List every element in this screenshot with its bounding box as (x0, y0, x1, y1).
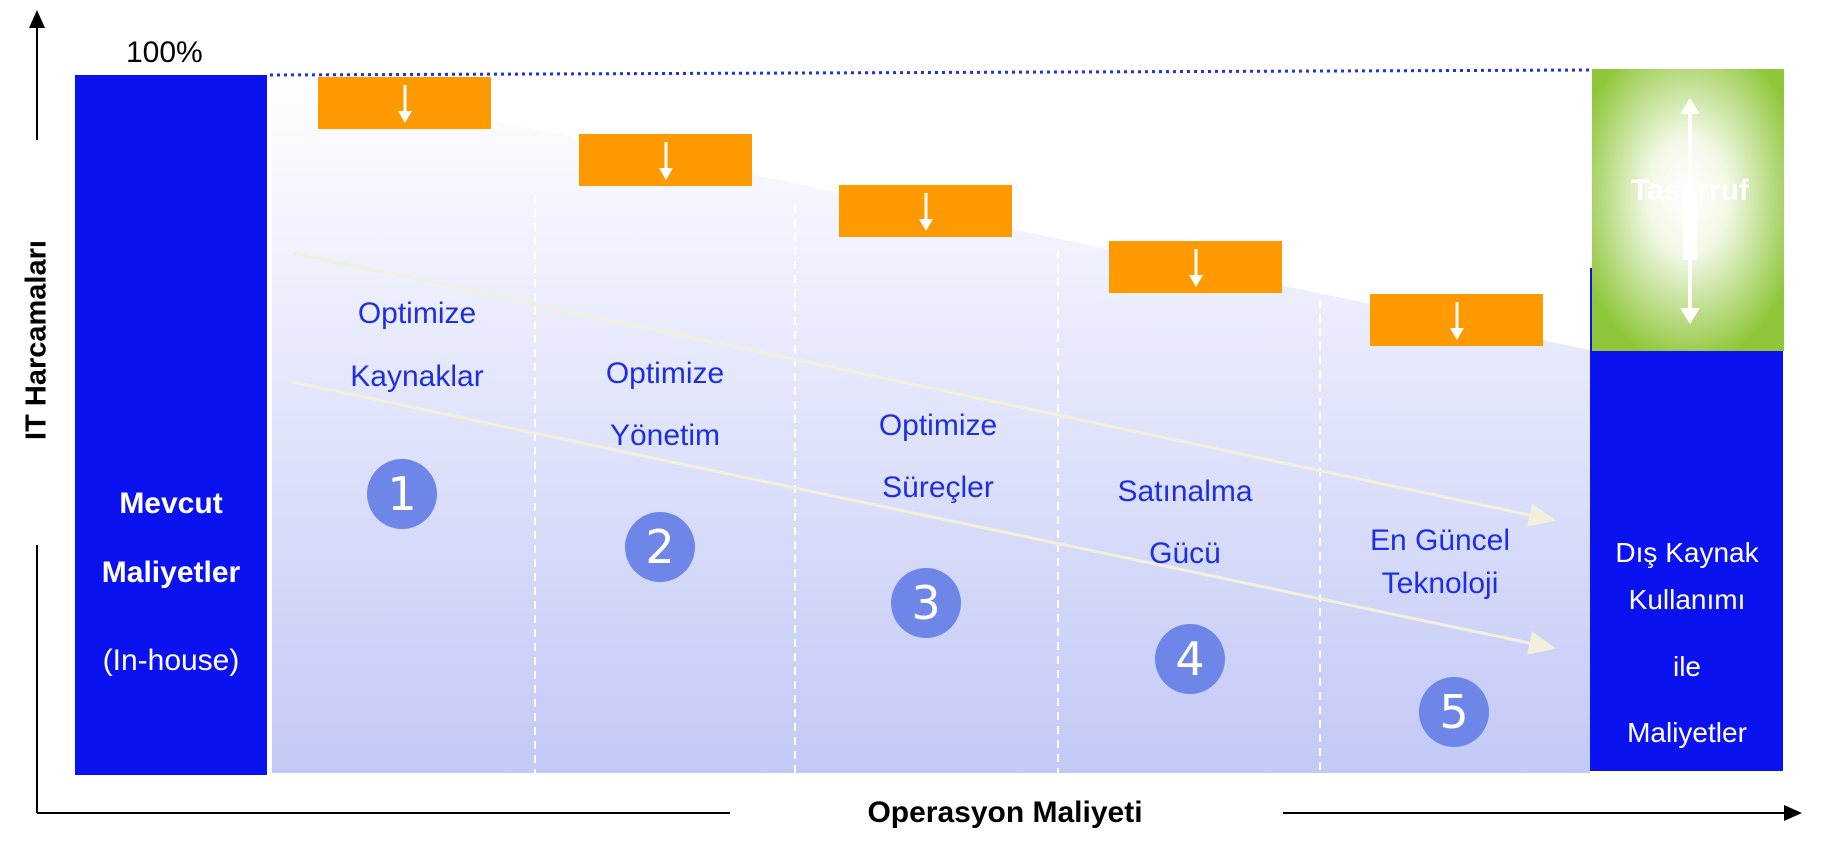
step-4-badge: 4 (1155, 624, 1225, 694)
outsourcing-line3: ile (1672, 651, 1702, 682)
step-4-line2: Gücü (1149, 537, 1221, 570)
savings-arrow-up (1680, 98, 1700, 114)
outsourcing-line2: Kullanımı (1628, 584, 1746, 615)
current-costs-line3: (In-house) (102, 644, 240, 677)
current-costs-bar (75, 75, 267, 775)
step-4-line1: Satınalma (1117, 475, 1253, 508)
savings-arrow-shaft (1683, 190, 1697, 260)
y-axis-label: IT Harcamaları (20, 240, 53, 440)
outsourcing-line1: Dış Kaynak (1615, 537, 1759, 568)
reduction-box-2 (579, 134, 752, 186)
reduction-box-3 (839, 185, 1012, 237)
reduction-box-5 (1370, 294, 1543, 346)
step-1-badge: 1 (367, 459, 437, 529)
step-2-badge: 2 (625, 512, 695, 582)
step-2-line1: Optimize (605, 357, 725, 390)
step-5-line1: En Güncel (1369, 524, 1511, 557)
outsourcing-line4: Maliyetler (1627, 717, 1747, 748)
savings-arrow-down (1680, 308, 1700, 324)
reference-line-100 (269, 68, 1594, 77)
top-percent-label: 100% (126, 36, 203, 69)
step-2-line2: Yönetim (609, 419, 721, 452)
step-5-line2: Teknoloji (1381, 567, 1499, 600)
x-axis-label: Operasyon Maliyeti (867, 796, 1143, 829)
step-3-badge: 3 (891, 568, 961, 638)
trend-arrow (292, 380, 1556, 655)
outsourcing-costs-bar (1590, 268, 1783, 771)
savings-label: Tasarruf (1631, 174, 1749, 207)
shaded-area (272, 74, 1590, 773)
step-3-line2: Süreçler (882, 471, 994, 504)
reduction-box-4 (1109, 241, 1282, 293)
reduction-box-1 (318, 77, 491, 129)
step-3-line1: Optimize (878, 409, 998, 442)
trend-arrow (292, 251, 1556, 527)
step-1-line2: Kaynaklar (350, 360, 484, 393)
current-costs-line2: Maliyetler (101, 556, 241, 589)
current-costs-line1: Mevcut (119, 487, 223, 520)
step-1-line1: Optimize (357, 297, 477, 330)
step-5-badge: 5 (1419, 677, 1489, 747)
